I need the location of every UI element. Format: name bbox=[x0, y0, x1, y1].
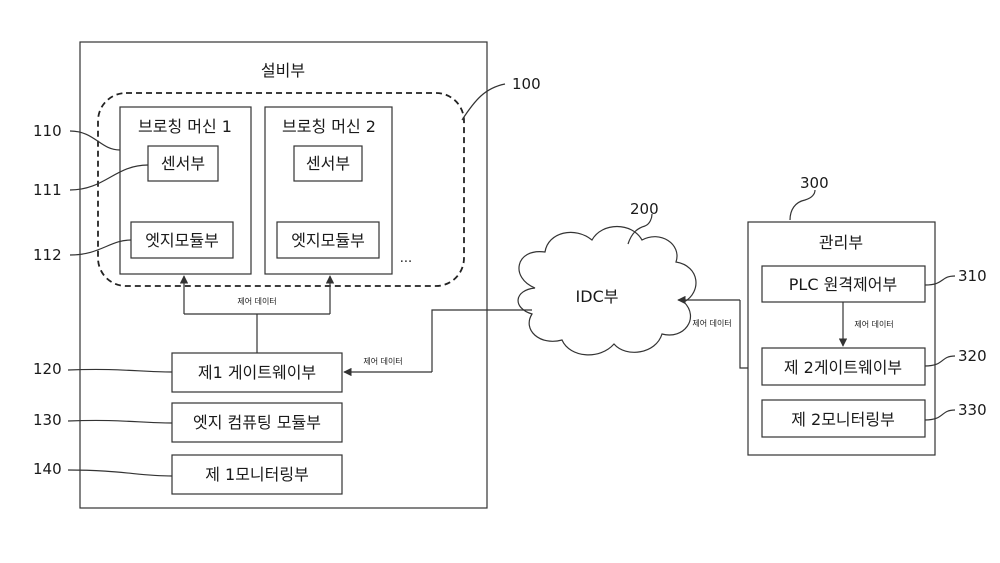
sensor-unit-1-label: 센서부 bbox=[161, 154, 205, 173]
management-unit-title: 관리부 bbox=[819, 233, 863, 252]
ref-200: 200 bbox=[630, 200, 659, 218]
ref-140: 140 bbox=[33, 460, 62, 478]
gateway-2-label: 제 2게이트웨이부 bbox=[784, 358, 902, 377]
edge-module-2-label: 엣지모듈부 bbox=[291, 231, 365, 250]
ref-320: 320 bbox=[958, 347, 987, 365]
ref-300: 300 bbox=[800, 174, 829, 192]
control-data-label-management: 제어 데이터 bbox=[854, 319, 893, 329]
control-data-label-idc: 제어 데이터 bbox=[692, 318, 731, 328]
edge-computing-label: 엣지 컴퓨팅 모듈부 bbox=[193, 413, 321, 432]
ref-130: 130 bbox=[33, 411, 62, 429]
more-machines-ellipsis: ... bbox=[400, 251, 412, 266]
broaching-machine-2-title: 브로칭 머신 2 bbox=[282, 117, 376, 136]
ref-120: 120 bbox=[33, 360, 62, 378]
control-data-label-machines: 제어 데이터 bbox=[237, 296, 276, 306]
plc-remote-control-label: PLC 원격제어부 bbox=[789, 275, 897, 294]
ref-330: 330 bbox=[958, 401, 987, 419]
sensor-unit-2-label: 센서부 bbox=[306, 154, 350, 173]
ref-112: 112 bbox=[33, 246, 62, 264]
monitoring-2-label: 제 2모니터링부 bbox=[791, 410, 895, 429]
monitoring-1-label: 제 1모니터링부 bbox=[205, 465, 309, 484]
ref-310: 310 bbox=[958, 267, 987, 285]
gateway-1-label: 제1 게이트웨이부 bbox=[198, 363, 316, 382]
facility-unit-title: 설비부 bbox=[261, 61, 305, 80]
idc-label: IDC부 bbox=[576, 287, 619, 306]
ref-111: 111 bbox=[33, 181, 62, 199]
ref-110: 110 bbox=[33, 122, 62, 140]
ref-100: 100 bbox=[512, 75, 541, 93]
broaching-machine-1-title: 브로칭 머신 1 bbox=[138, 117, 232, 136]
edge-module-1-label: 엣지모듈부 bbox=[145, 231, 219, 250]
control-data-label-gateway1: 제어 데이터 bbox=[363, 356, 402, 366]
